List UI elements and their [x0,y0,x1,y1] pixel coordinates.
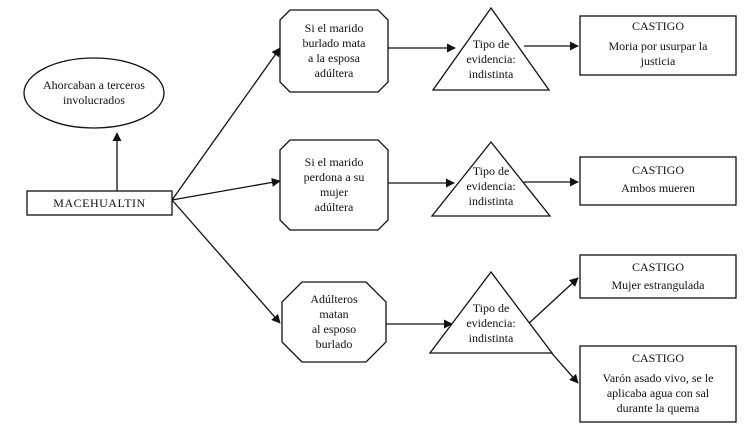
punishment-box-2 [579,156,737,206]
arrow-root-to-branch2 [171,177,281,201]
root-label: MACEHUALTIN [53,195,146,210]
punishment-1-title: CASTIGO [631,18,684,33]
condition-octagon-1 [279,9,389,93]
punishment-4-text: Varón asado vivo, se le aplicaba agua co… [602,370,714,415]
punishment-box-1 [579,15,737,76]
condition-octagon-3 [281,281,387,363]
evidence-triangle-1 [431,6,551,91]
punishment-3-text: Mujer estrangulada [611,277,705,292]
evidence-label-1: Tipo de evidencia: indistinta [466,36,516,81]
arrow-root-to-branch1 [171,47,281,201]
arrow-evidence3-to-punishment3a [526,277,579,326]
punishment-box-3 [579,254,737,299]
terceros-oval [23,57,165,129]
evidence-triangle-3 [428,270,554,354]
punishment-1-text: Moria por usurpar la justicia [608,39,708,68]
evidence-triangle-2 [430,140,552,217]
punishment-3-title: CASTIGO [631,259,684,274]
punishment-4-title: CASTIGO [631,350,684,365]
condition-label-3: Adúlteros matan al esposo burlado [310,292,358,351]
condition-label-1: Si el marido burlado mata a la esposa ad… [302,21,366,80]
condition-label-2: Si el marido perdona a su mujer adúltera [303,155,365,214]
punishment-2-title: CASTIGO [631,162,684,177]
macehualtin-box [26,190,173,216]
evidence-label-3: Tipo de evidencia: indistinta [466,300,516,345]
arrow-root-to-branch3 [171,199,281,324]
punishment-2-text: Ambos mueren [621,180,695,195]
oval-label: Ahorcaban a terceros involucrados [43,78,145,107]
evidence-label-2: Tipo de evidencia: indistinta [466,163,516,208]
condition-octagon-2 [279,139,389,231]
punishment-box-4 [579,345,737,423]
